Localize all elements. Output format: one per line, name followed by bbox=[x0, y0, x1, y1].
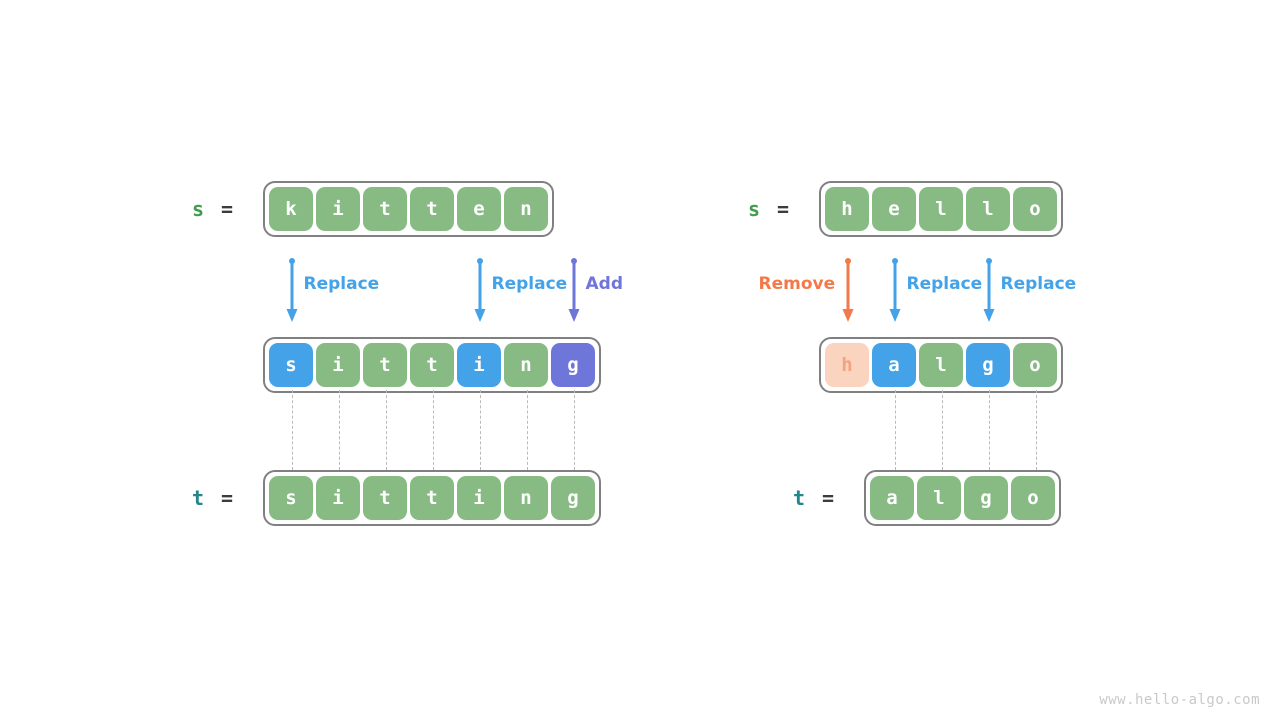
left-connector-6 bbox=[573, 390, 575, 470]
left-target-cell-5: n bbox=[504, 476, 548, 520]
left-target-cell-0: s bbox=[269, 476, 313, 520]
right-remove-label-0: Remove bbox=[758, 274, 836, 294]
left-source-cell-1: i bbox=[316, 187, 360, 231]
right-result-cell-0: h bbox=[825, 343, 869, 387]
left-replace-arrow-1 bbox=[473, 258, 487, 326]
right-source-label: s = bbox=[748, 181, 789, 237]
right-target-cell-3: o bbox=[1011, 476, 1055, 520]
left-replace-label-0: Replace bbox=[303, 274, 380, 294]
right-replace-arrow-2 bbox=[982, 258, 996, 326]
left-source-cell-4: e bbox=[457, 187, 501, 231]
right-connector-2 bbox=[988, 390, 990, 470]
right-connector-1 bbox=[941, 390, 943, 470]
left-connector-1 bbox=[338, 390, 340, 470]
right-connector-0 bbox=[894, 390, 896, 470]
left-result-cell-6: g bbox=[551, 343, 595, 387]
left-connector-2 bbox=[385, 390, 387, 470]
right-target-cell-0: a bbox=[870, 476, 914, 520]
right-source-var: s bbox=[748, 197, 761, 221]
left-source-cell-2: t bbox=[363, 187, 407, 231]
right-target-cell-2: g bbox=[964, 476, 1008, 520]
right-source-cell-2: l bbox=[919, 187, 963, 231]
right-target-var: t bbox=[793, 486, 806, 510]
right-connector-3 bbox=[1035, 390, 1037, 470]
left-target-cell-1: i bbox=[316, 476, 360, 520]
right-result-cell-4: o bbox=[1013, 343, 1057, 387]
left-target-cell-6: g bbox=[551, 476, 595, 520]
watermark: www.hello-algo.com bbox=[1099, 692, 1260, 708]
left-result-cell-1: i bbox=[316, 343, 360, 387]
right-replace-label-2: Replace bbox=[1000, 274, 1077, 294]
left-source-cell-3: t bbox=[410, 187, 454, 231]
left-target-cell-2: t bbox=[363, 476, 407, 520]
right-source-cell-1: e bbox=[872, 187, 916, 231]
right-target-cell-1: l bbox=[917, 476, 961, 520]
left-target-cell-3: t bbox=[410, 476, 454, 520]
left-replace-arrow-0 bbox=[285, 258, 299, 326]
right-source-cell-0: h bbox=[825, 187, 869, 231]
left-source-equals: = bbox=[221, 197, 234, 221]
left-target-label: t = bbox=[192, 470, 233, 526]
left-result-cell-4: i bbox=[457, 343, 501, 387]
left-connector-3 bbox=[432, 390, 434, 470]
right-result-cell-3: g bbox=[966, 343, 1010, 387]
right-source-cell-4: o bbox=[1013, 187, 1057, 231]
left-result-cell-2: t bbox=[363, 343, 407, 387]
right-result-cell-2: l bbox=[919, 343, 963, 387]
left-connector-4 bbox=[479, 390, 481, 470]
left-connector-0 bbox=[291, 390, 293, 470]
right-result-cell-1: a bbox=[872, 343, 916, 387]
left-connector-5 bbox=[526, 390, 528, 470]
left-source-cell-5: n bbox=[504, 187, 548, 231]
right-source-equals: = bbox=[777, 197, 790, 221]
left-result-cell-3: t bbox=[410, 343, 454, 387]
right-replace-arrow-1 bbox=[888, 258, 902, 326]
left-source-label: s = bbox=[192, 181, 233, 237]
left-target-equals: = bbox=[221, 486, 234, 510]
left-target-var: t bbox=[192, 486, 205, 510]
right-target-equals: = bbox=[822, 486, 835, 510]
left-source-var: s bbox=[192, 197, 205, 221]
left-add-label-2: Add bbox=[585, 274, 624, 294]
right-remove-arrow-0 bbox=[841, 258, 855, 326]
right-source-cell-3: l bbox=[966, 187, 1010, 231]
left-replace-label-1: Replace bbox=[491, 274, 568, 294]
right-target-label: t = bbox=[793, 470, 834, 526]
left-source-cell-0: k bbox=[269, 187, 313, 231]
right-replace-label-1: Replace bbox=[906, 274, 983, 294]
left-result-cell-0: s bbox=[269, 343, 313, 387]
left-target-cell-4: i bbox=[457, 476, 501, 520]
left-result-cell-5: n bbox=[504, 343, 548, 387]
left-add-arrow-2 bbox=[567, 258, 581, 326]
